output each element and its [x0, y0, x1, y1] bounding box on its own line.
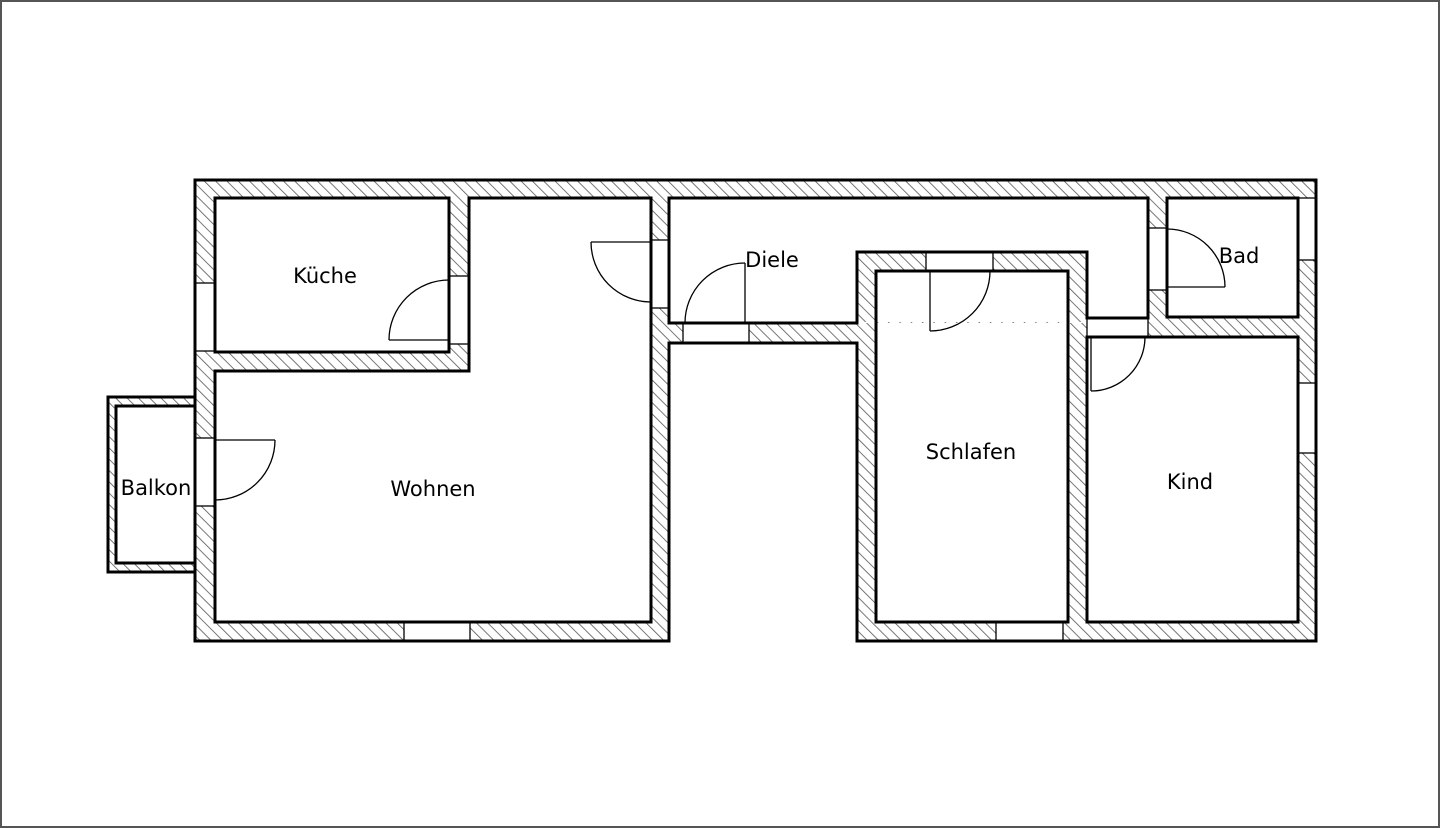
door-arc-bad — [1166, 228, 1226, 288]
doorway-kind — [1086, 317, 1149, 338]
door-swings — [214, 228, 1226, 501]
room-label-schlafen: Schlafen — [926, 440, 1017, 464]
window-wohnen-bottom — [403, 621, 471, 642]
doorway-bad — [1147, 227, 1168, 291]
door-arc-wohnen — [590, 241, 652, 303]
bad-outline — [1165, 196, 1300, 319]
door-arc-balkon — [214, 439, 276, 501]
doorway-wohnen-diele — [650, 239, 670, 309]
doorway-diele-hall — [682, 322, 750, 344]
door-arc-diele — [684, 262, 746, 324]
doorway-kueche — [448, 275, 470, 345]
window-kind-right — [1297, 382, 1317, 454]
room-label-wohnen: Wohnen — [390, 477, 475, 501]
doorway-schlafen — [925, 251, 994, 272]
wohnen-outline — [213, 196, 653, 624]
doorway-balkon — [194, 437, 216, 507]
outer-outline — [193, 178, 1318, 643]
room-labels: Küche Wohnen Balkon Diele Schlafen Bad K… — [121, 244, 1260, 501]
door-arc-schlafen — [929, 270, 991, 332]
wall-mass — [108, 180, 1316, 641]
balkon-inner-outline — [114, 404, 197, 565]
window-bad-right — [1297, 197, 1317, 261]
room-label-balkon: Balkon — [121, 476, 192, 500]
room-label-kind: Kind — [1167, 470, 1213, 494]
window-schlafen-bottom — [995, 621, 1064, 642]
door-arc-kueche — [388, 279, 450, 341]
window-kueche-left — [194, 282, 216, 352]
diele-outline — [667, 196, 1150, 325]
kueche-outline — [213, 196, 451, 354]
room-label-bad: Bad — [1219, 244, 1260, 268]
openings — [194, 197, 1317, 642]
kind-outline — [1085, 335, 1300, 624]
door-arc-kind — [1090, 336, 1146, 392]
wall-outlines — [106, 178, 1318, 643]
schlafen-outline — [874, 269, 1070, 624]
room-label-diele: Diele — [745, 248, 799, 272]
room-label-kueche: Küche — [293, 264, 357, 288]
